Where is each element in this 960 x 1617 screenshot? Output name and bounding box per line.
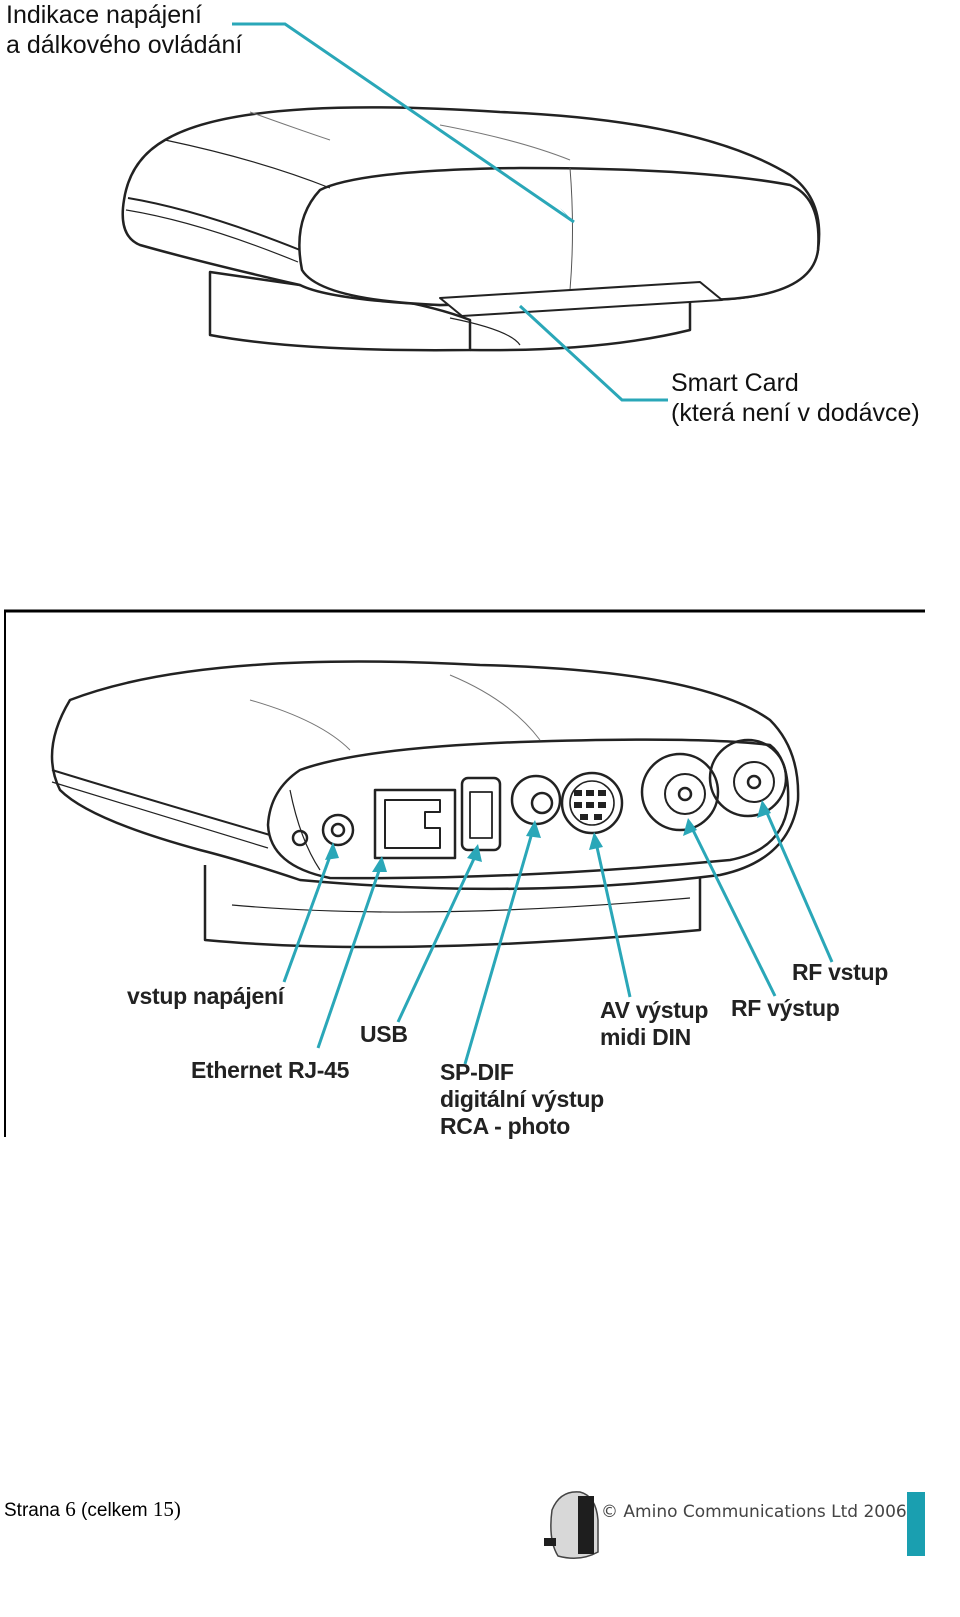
- label-av-out-line2: midi DIN: [600, 1024, 691, 1050]
- label-av-out-line1: AV výstup: [600, 997, 709, 1023]
- brand-bar: [907, 1492, 925, 1556]
- callout-smart-card-line1: Smart Card: [671, 369, 799, 397]
- label-spdif-line3: RCA - photo: [440, 1113, 570, 1139]
- total-suffix: ): [173, 1497, 181, 1521]
- callout-power-remote-line1: Indikace napájení: [6, 1, 202, 29]
- label-spdif: SP-DIF digitální výstup RCA - photo: [440, 1059, 604, 1140]
- callout-smart-card: Smart Card (která není v dodávce): [671, 368, 920, 428]
- callout-smart-card-line2: (která není v dodávce): [671, 399, 920, 427]
- label-spdif-line2: digitální výstup: [440, 1086, 604, 1112]
- label-usb: USB: [360, 1021, 408, 1047]
- label-spdif-line1: SP-DIF: [440, 1059, 514, 1085]
- device-back-illustration: [4, 609, 925, 1137]
- total-pages: 15: [152, 1497, 174, 1521]
- label-av-out: AV výstup midi DIN: [600, 997, 708, 1051]
- callout-power-remote-line2: a dálkového ovládání: [6, 31, 243, 59]
- label-power-input: vstup napájení: [127, 983, 284, 1009]
- page-counter: Strana 6 (celkem 15): [4, 1497, 181, 1522]
- copyright-text: © Amino Communications Ltd 2006: [601, 1502, 907, 1522]
- total-prefix: (celkem: [75, 1500, 153, 1521]
- page-number: 6: [65, 1497, 76, 1521]
- label-rf-in: RF vstup: [792, 959, 888, 985]
- callout-power-remote: Indikace napájení a dálkového ovládání: [6, 0, 242, 60]
- label-rf-out: RF výstup: [731, 995, 840, 1021]
- device-front-illustration: [121, 22, 821, 402]
- label-ethernet: Ethernet RJ-45: [191, 1057, 350, 1083]
- page-prefix: Strana: [4, 1500, 66, 1521]
